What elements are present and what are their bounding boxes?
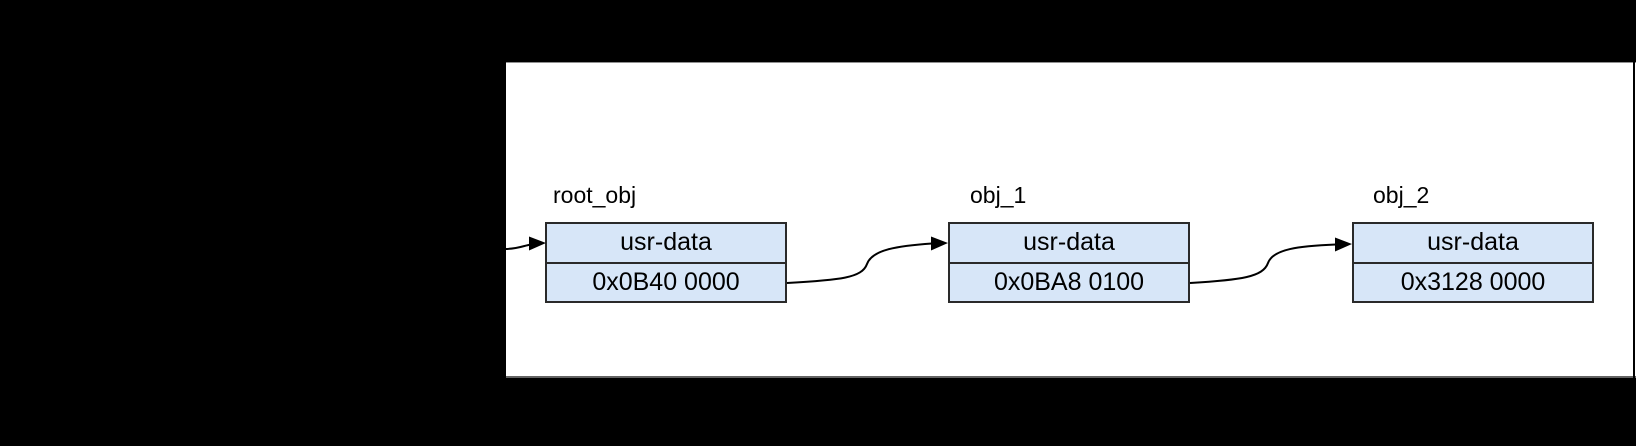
node-obj_1: obj_1 usr-data 0x0BA8 0100	[948, 182, 1190, 303]
field-row: usr-data	[547, 224, 785, 264]
node-record: usr-data 0x0B40 0000	[545, 222, 787, 303]
node-obj_2: obj_2 usr-data 0x3128 0000	[1352, 182, 1594, 303]
panel-right-border	[1633, 62, 1635, 378]
field-row: usr-data	[950, 224, 1188, 264]
address-row: 0x0B40 0000	[592, 267, 740, 296]
node-record: usr-data 0x0BA8 0100	[948, 222, 1190, 303]
drawing-panel	[506, 62, 1636, 378]
node-title: root_obj	[553, 182, 637, 208]
node-record: usr-data 0x3128 0000	[1352, 222, 1594, 303]
node-title: obj_2	[1373, 182, 1430, 208]
node-title: obj_1	[970, 182, 1027, 208]
node-root_obj: root_obj usr-data 0x0B40 0000	[545, 182, 787, 303]
field-row: usr-data	[1354, 224, 1592, 264]
address-row: 0x0BA8 0100	[993, 267, 1145, 296]
address-row: 0x3128 0000	[1400, 267, 1546, 296]
